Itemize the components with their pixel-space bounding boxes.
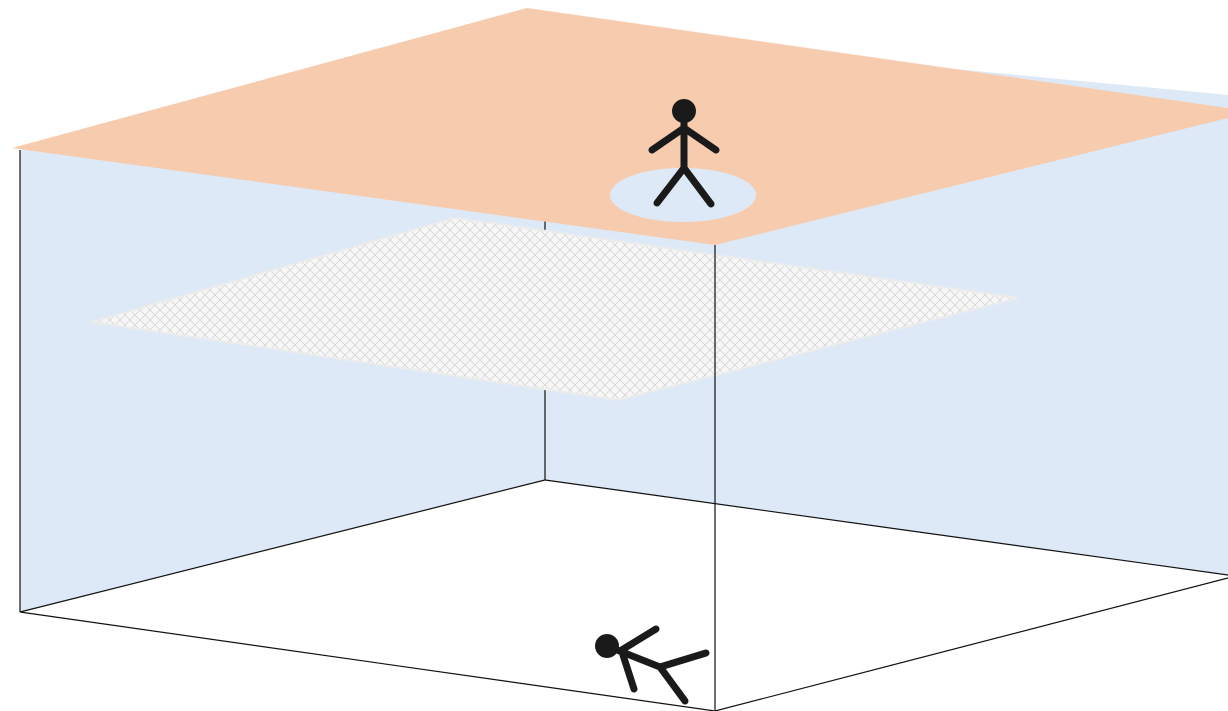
floor-hole — [610, 168, 756, 222]
